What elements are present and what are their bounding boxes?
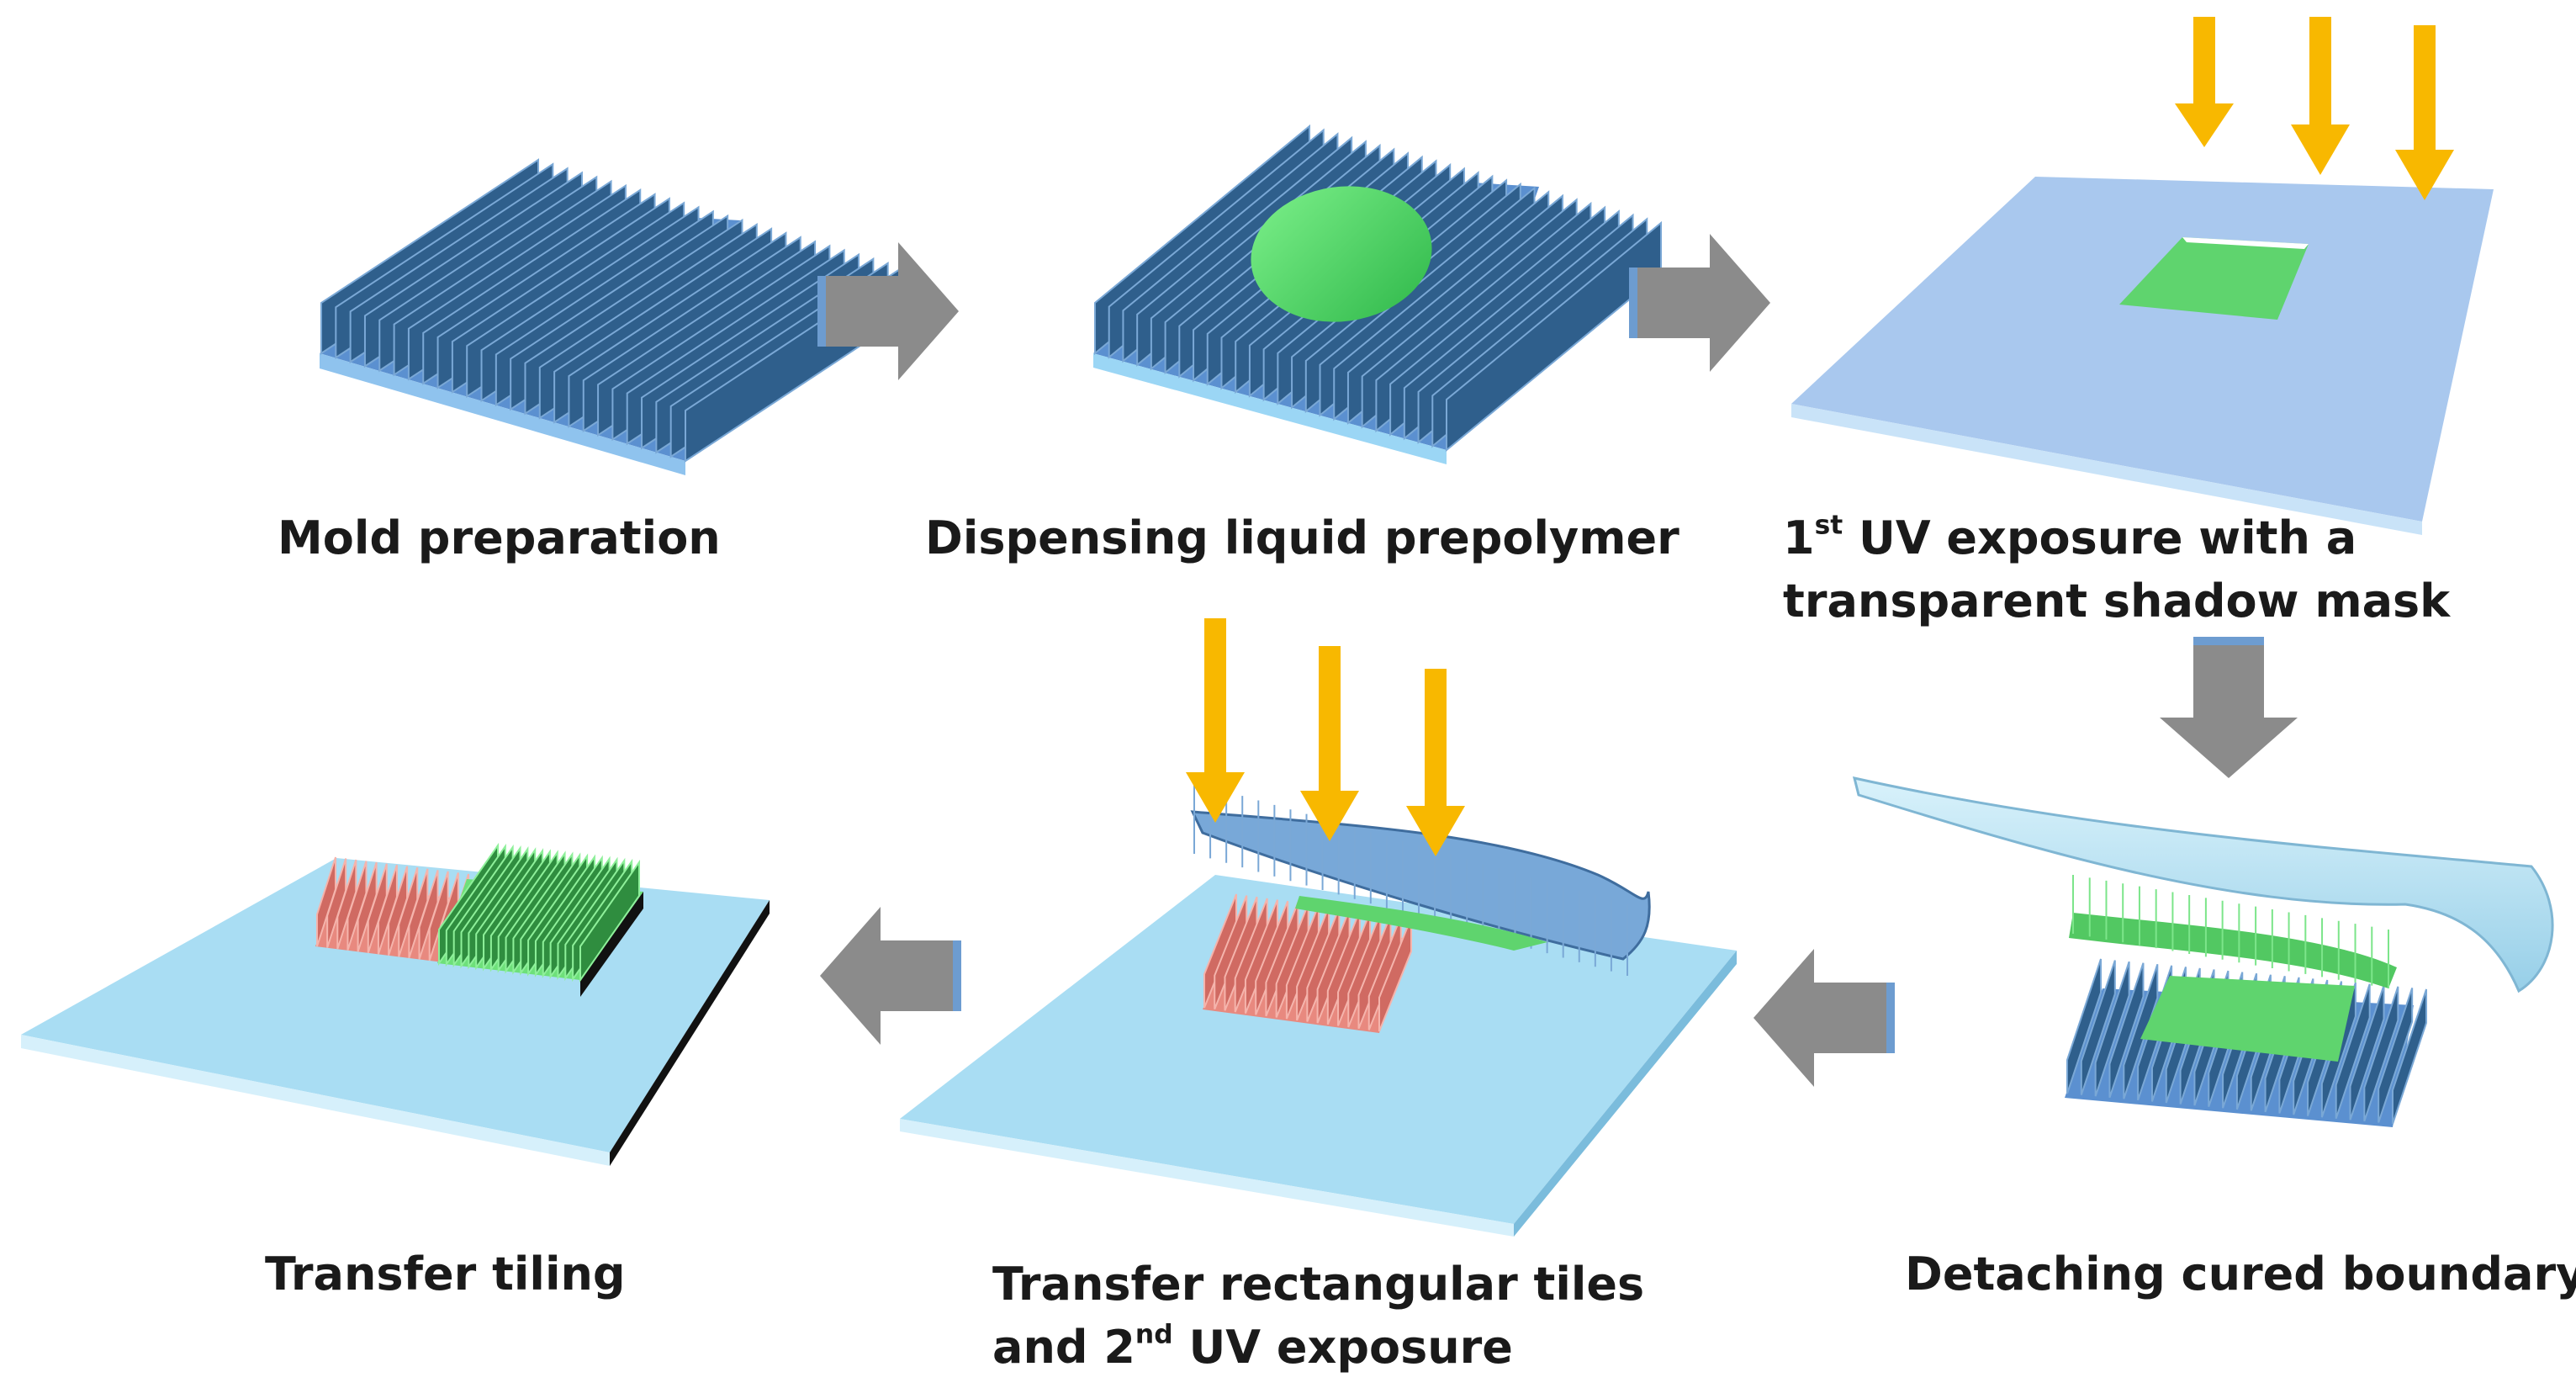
uv1-illustration bbox=[1791, 17, 2494, 535]
tiling-substrate-edge bbox=[610, 900, 770, 1166]
target-substrate-edge bbox=[900, 1119, 1514, 1237]
label-transfer-tiling: Transfer tiling bbox=[265, 1248, 626, 1301]
mold-illustration bbox=[320, 158, 903, 475]
tiling-red-tile bbox=[315, 856, 469, 964]
uv-arrows-step2 bbox=[1186, 618, 1465, 856]
shadow-mask-sheet bbox=[1791, 177, 2494, 522]
uv-arrows-step1 bbox=[2175, 17, 2454, 200]
transfer-illustration bbox=[900, 618, 1737, 1237]
tiling-green-tile bbox=[437, 842, 643, 997]
target-substrate-right-edge bbox=[1514, 951, 1737, 1237]
tiling-illustration bbox=[21, 842, 770, 1166]
process-flow-arrow-icon bbox=[2160, 637, 2298, 778]
peeled-fins bbox=[2072, 875, 2389, 988]
process-flow-arrow-icon bbox=[1629, 234, 1770, 372]
process-flow-arrow-icon bbox=[1753, 949, 1895, 1087]
tiling-substrate-front bbox=[21, 1035, 610, 1166]
dispense-mold-base-side bbox=[1093, 353, 1447, 464]
uv-light-arrow-icon bbox=[1186, 618, 1245, 823]
shadow-mask-edge bbox=[1791, 404, 2422, 535]
mask-window-border bbox=[2182, 237, 2309, 249]
detach-illustration bbox=[1852, 776, 2554, 1127]
uv-light-arrow-icon bbox=[2291, 17, 2350, 175]
dispense-illustration bbox=[1093, 124, 1662, 464]
uv-light-arrow-icon bbox=[2175, 17, 2234, 147]
mold-fins bbox=[320, 158, 903, 463]
stamp-green-layer bbox=[1295, 896, 1547, 951]
target-substrate bbox=[900, 875, 1737, 1224]
mask-window-prepolymer bbox=[2119, 237, 2309, 320]
label-mold-preparation: Mold preparation bbox=[278, 511, 721, 564]
label-dispensing-prepolymer: Dispensing liquid prepolymer bbox=[925, 511, 1679, 564]
label-first-uv-exposure: 1st UV exposure with a transparent shado… bbox=[1783, 510, 2451, 628]
process-flow-arrow-icon bbox=[817, 242, 959, 380]
uv-light-arrow-icon bbox=[2395, 25, 2454, 200]
uv-light-arrow-icon bbox=[1300, 646, 1359, 841]
peeled-film bbox=[1852, 776, 2554, 993]
uv-light-arrow-icon bbox=[1406, 669, 1465, 856]
peeled-green-layer bbox=[2069, 913, 2397, 988]
process-flow-arrow-icon bbox=[820, 907, 961, 1045]
label-detaching-boundary: Detaching cured boundary bbox=[1905, 1248, 2576, 1301]
prepolymer-droplet bbox=[1251, 186, 1432, 322]
detach-cured-pattern bbox=[2140, 976, 2355, 1062]
label-transfer-rectangular-tiles: Transfer rectangular tiles and 2nd UV ex… bbox=[992, 1258, 1645, 1374]
mold-base-side bbox=[320, 353, 685, 475]
